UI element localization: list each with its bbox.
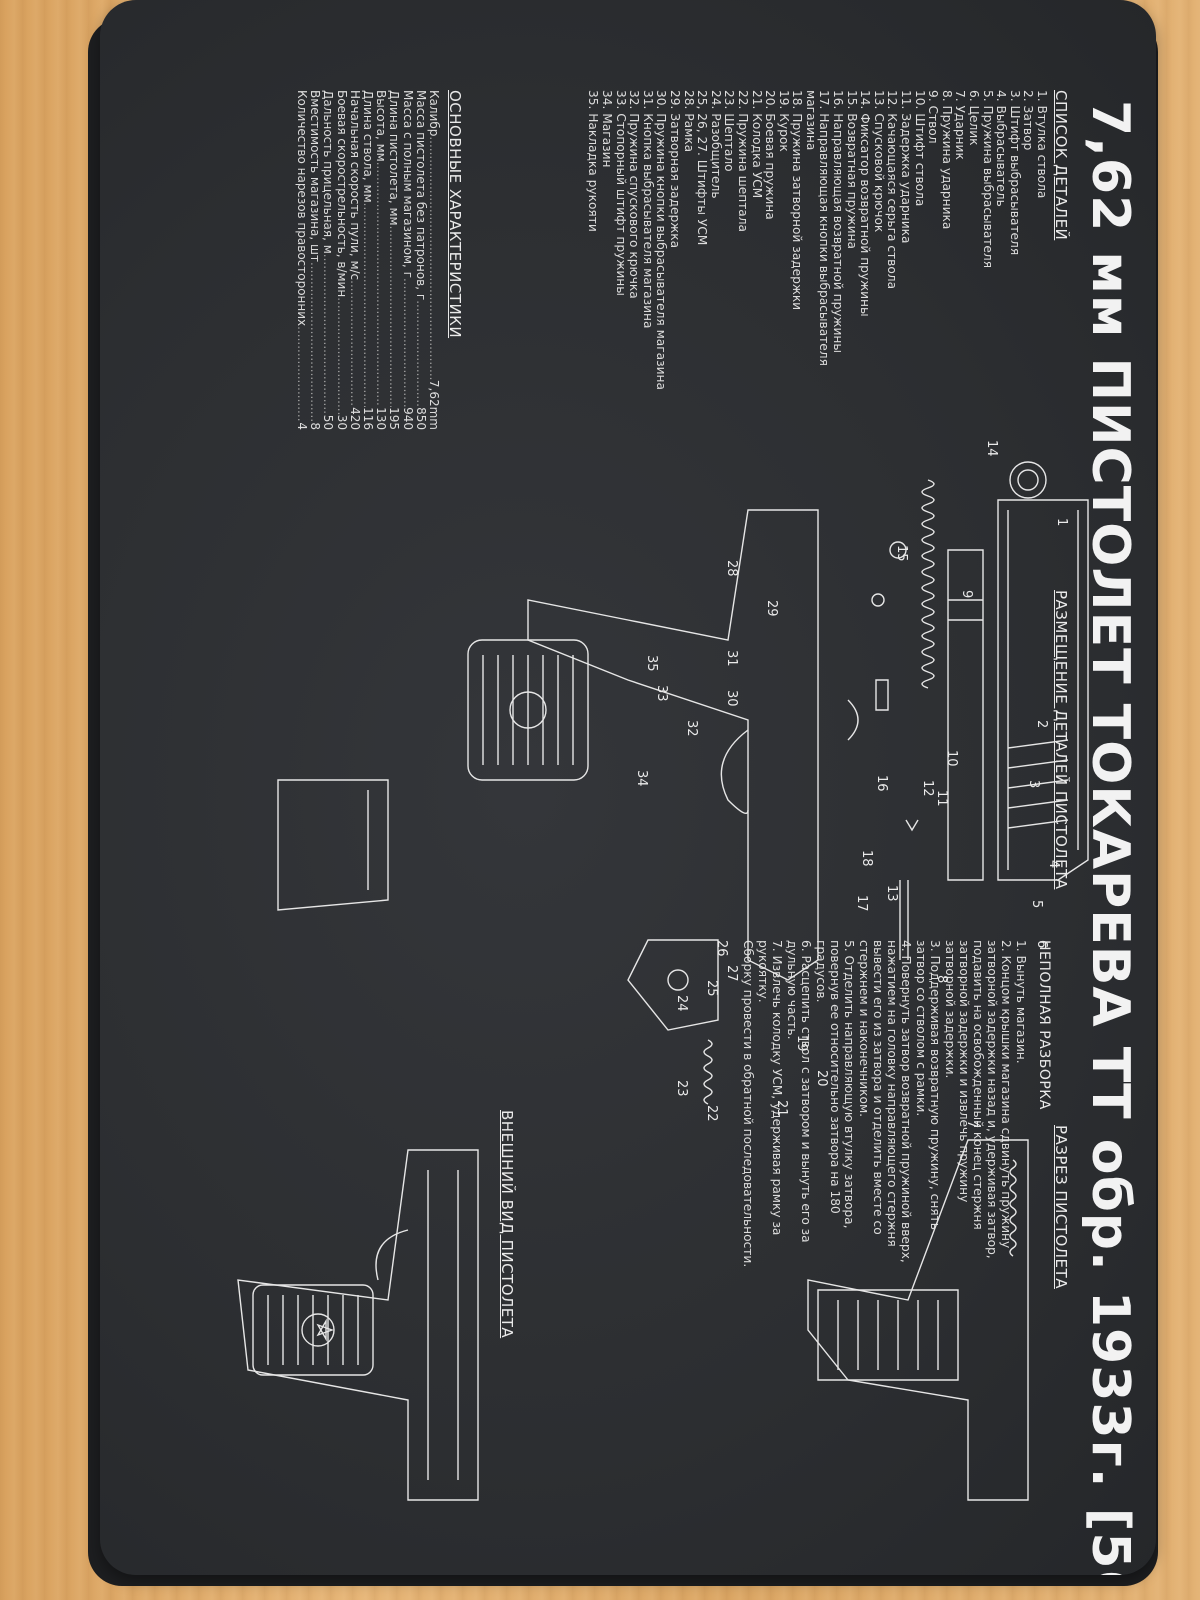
svg-text:10: 10 (944, 750, 959, 767)
svg-text:27: 27 (724, 965, 739, 982)
svg-text:14: 14 (984, 440, 999, 457)
exploded-view-drawing (277, 461, 1089, 1105)
svg-text:12: 12 (920, 780, 935, 797)
svg-text:18: 18 (859, 850, 874, 867)
svg-text:21: 21 (774, 1100, 789, 1117)
svg-text:11: 11 (934, 790, 949, 807)
svg-text:31: 31 (724, 650, 739, 667)
svg-text:23: 23 (674, 1080, 689, 1097)
svg-text:1: 1 (1054, 518, 1069, 526)
cleaning-mat: 7,62 мм ПИСТОЛЕТ ТОКАРЕВА ТТ обр. 1933г.… (100, 0, 1156, 1575)
svg-text:6: 6 (1034, 940, 1049, 948)
svg-text:32: 32 (684, 720, 699, 737)
pistol-line-drawings: 1 2 3 4 5 6 7 8 9 10 11 12 13 14 15 16 1… (237, 440, 1089, 1501)
svg-text:16: 16 (874, 775, 889, 792)
svg-text:25: 25 (704, 980, 719, 997)
svg-text:35: 35 (644, 655, 659, 672)
svg-text:19: 19 (794, 1035, 809, 1052)
svg-text:3: 3 (1026, 780, 1041, 788)
svg-text:24: 24 (674, 995, 689, 1012)
svg-text:4: 4 (1046, 860, 1061, 868)
svg-text:28: 28 (724, 560, 739, 577)
cutaway-drawing (807, 1139, 1029, 1501)
svg-text:22: 22 (704, 1105, 719, 1122)
svg-text:29: 29 (764, 600, 779, 617)
svg-text:13: 13 (884, 885, 899, 902)
svg-text:7: 7 (964, 1120, 979, 1128)
svg-text:8: 8 (934, 975, 949, 983)
svg-text:33: 33 (654, 685, 669, 702)
svg-text:20: 20 (814, 1070, 829, 1087)
printed-schematic: 7,62 мм ПИСТОЛЕТ ТОКАРЕВА ТТ обр. 1933г.… (188, 80, 1148, 1575)
svg-text:26: 26 (714, 940, 729, 957)
svg-text:5: 5 (1029, 900, 1044, 908)
svg-text:34: 34 (634, 770, 649, 787)
svg-text:30: 30 (724, 690, 739, 707)
svg-text:15: 15 (894, 545, 909, 562)
svg-text:2: 2 (1034, 720, 1049, 728)
svg-text:17: 17 (854, 895, 869, 912)
part-callout-numbers: 1 2 3 4 5 6 7 8 9 10 11 12 13 14 15 16 1… (634, 440, 1069, 1128)
svg-text:9: 9 (959, 590, 974, 598)
external-view-drawing (237, 1149, 479, 1501)
